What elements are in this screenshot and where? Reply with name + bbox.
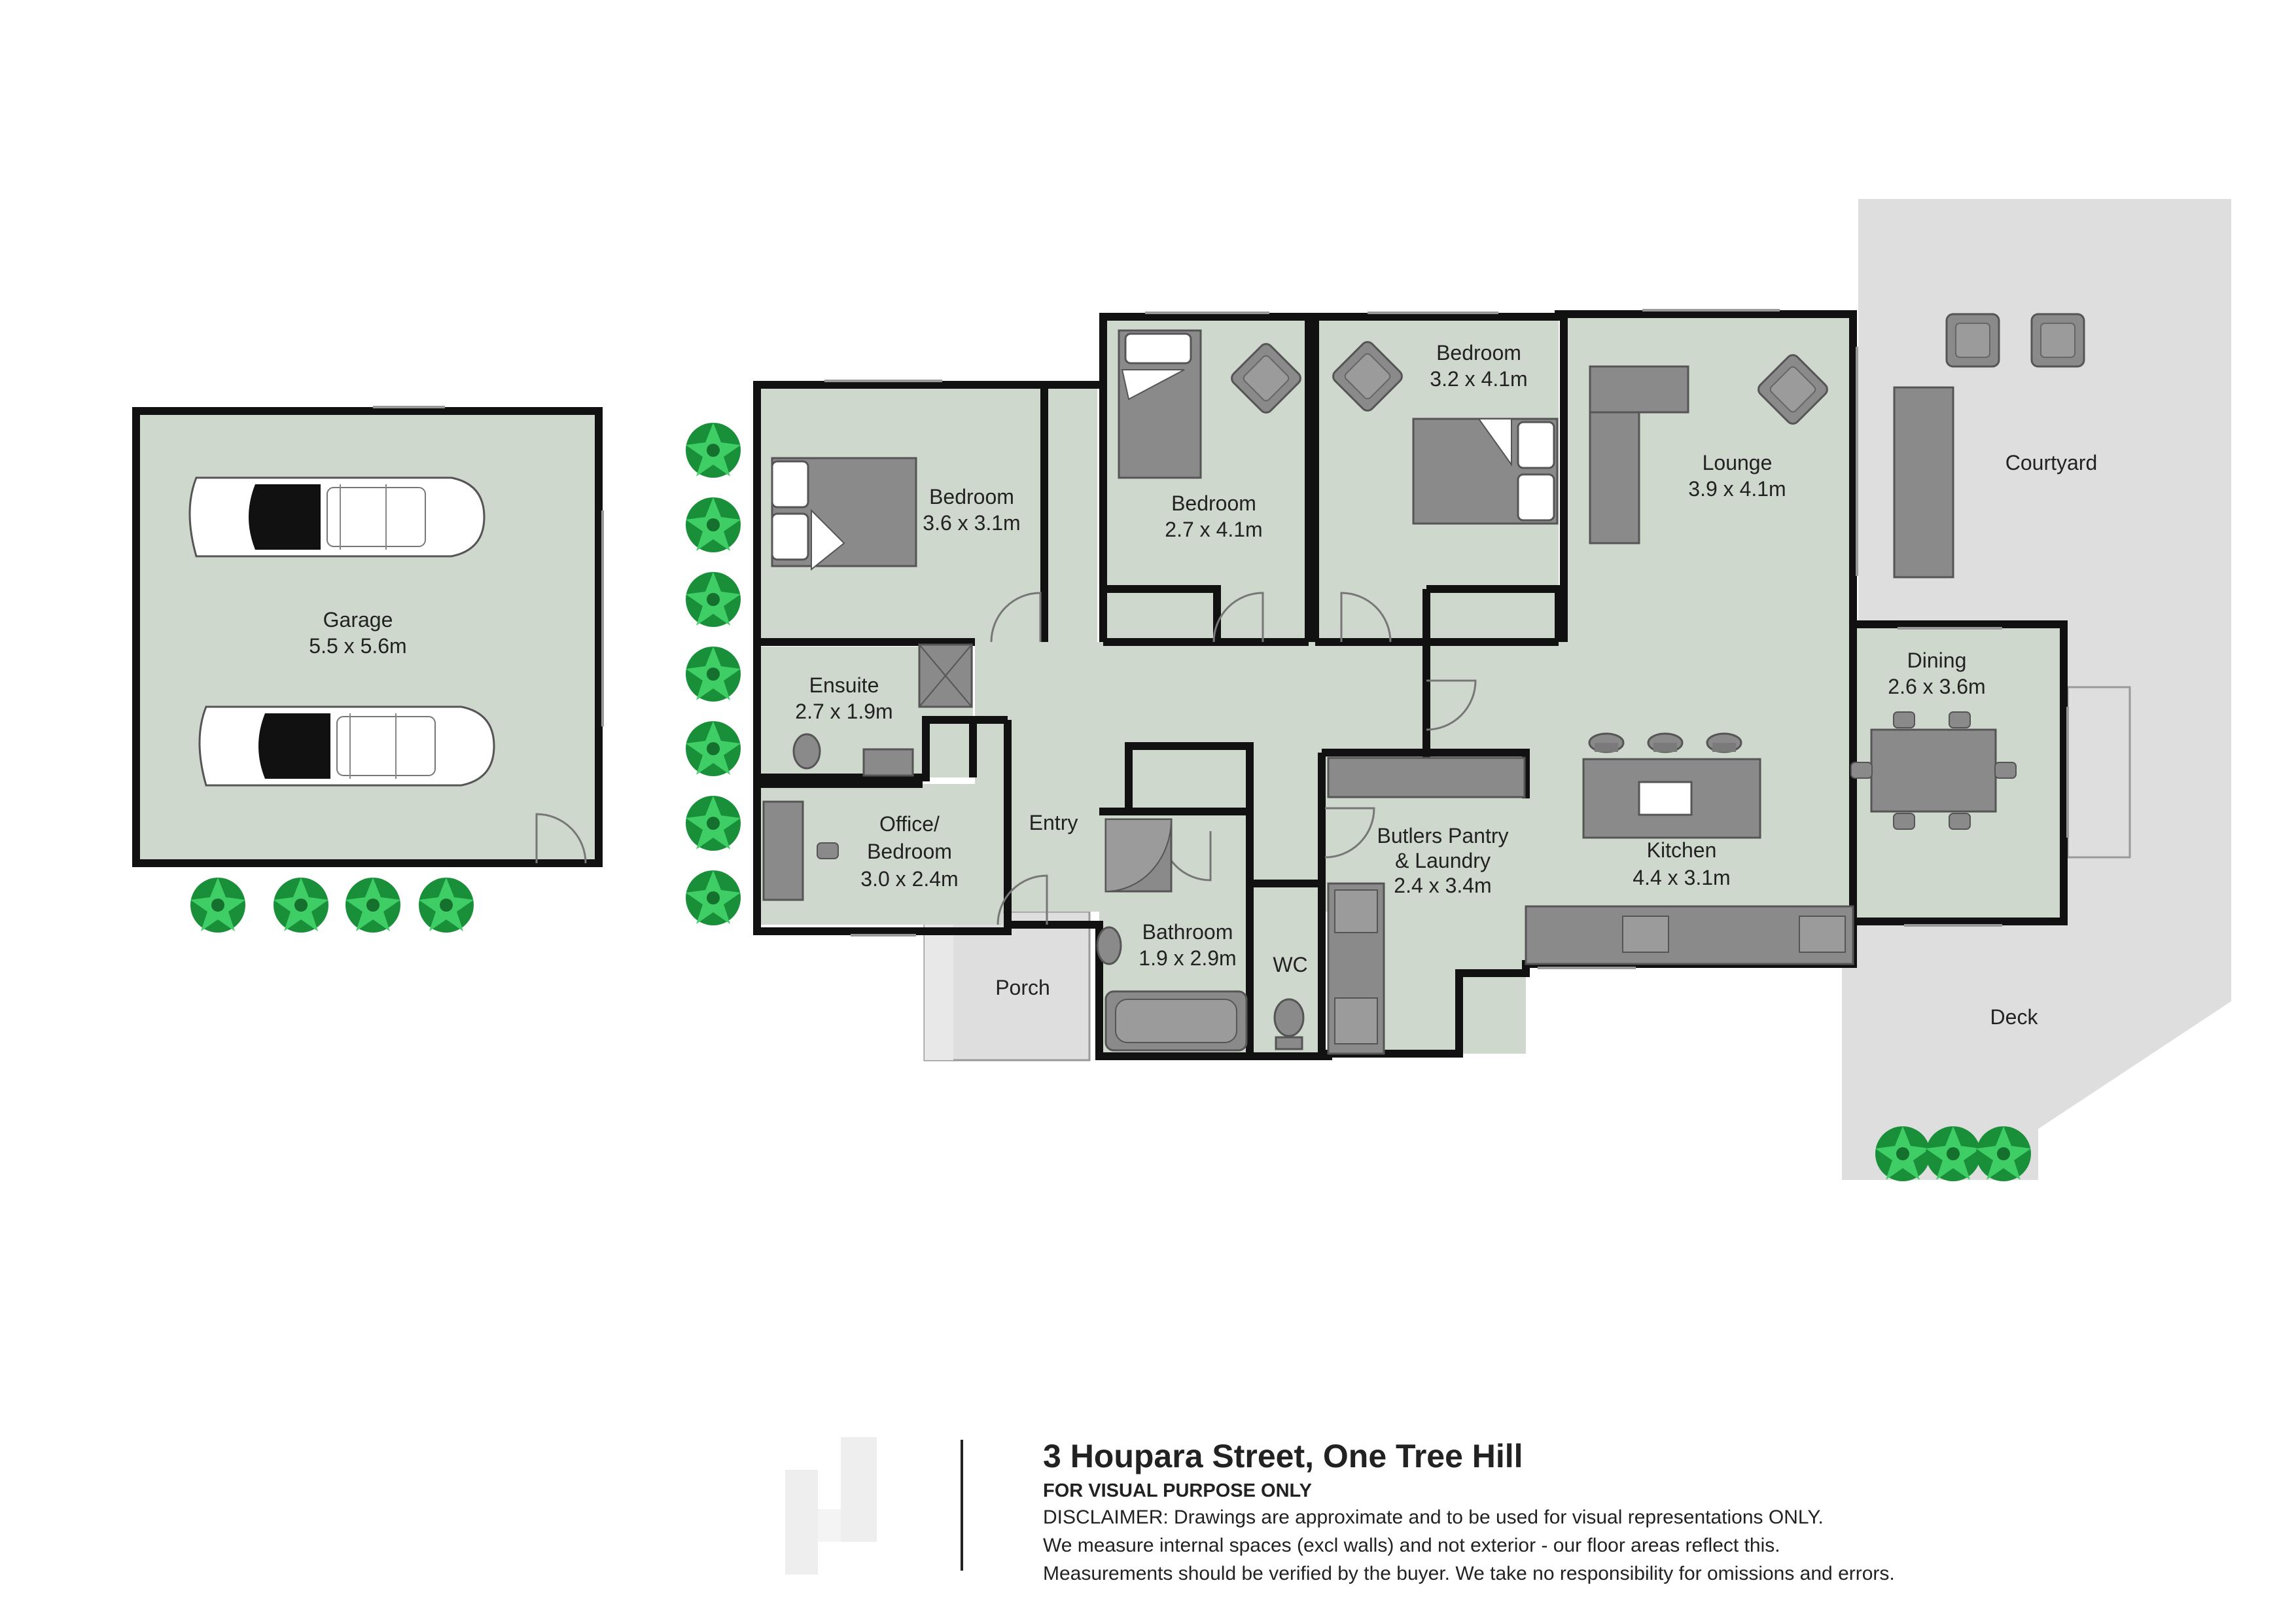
ensuite-name: Ensuite: [809, 673, 879, 697]
entry-name: Entry: [1029, 811, 1078, 834]
furniture: [762, 313, 2085, 1055]
kitchen-name: Kitchen: [1647, 838, 1717, 862]
lounge-size: 3.9 x 4.1m: [1688, 477, 1786, 501]
wc-name: WC: [1273, 953, 1307, 976]
courtyard-name: Courtyard: [2005, 451, 2098, 474]
bedroom2-size: 2.7 x 4.1m: [1165, 518, 1262, 541]
butlers-size: 2.4 x 3.4m: [1394, 874, 1491, 897]
lounge-name: Lounge: [1703, 451, 1773, 474]
bedroom1-name: Bedroom: [929, 485, 1014, 508]
office-name-2: Bedroom: [867, 840, 952, 863]
bathroom-size: 1.9 x 2.9m: [1139, 946, 1236, 970]
garage-name: Garage: [323, 608, 393, 632]
bedroom1-size: 3.6 x 3.1m: [923, 511, 1020, 535]
kitchen-size: 4.4 x 3.1m: [1633, 866, 1730, 889]
bathroom-name: Bathroom: [1142, 920, 1233, 944]
office-size: 3.0 x 2.4m: [860, 867, 958, 891]
deck-area: [1842, 624, 2231, 1180]
room-labels: Garage 5.5 x 5.6m Bedroom 3.6 x 3.1m Bed…: [309, 341, 2097, 1029]
office-name: Office/: [879, 812, 940, 836]
butlers-name: Butlers Pantry: [1377, 824, 1509, 847]
bedroom2-name: Bedroom: [1171, 491, 1256, 515]
dining-name: Dining: [1907, 649, 1967, 672]
porch-name: Porch: [995, 976, 1050, 999]
garage-size: 5.5 x 5.6m: [309, 634, 406, 658]
disclaimer-line-1: DISCLAIMER: Drawings are approximate and…: [1043, 1507, 1824, 1528]
disclaimer-line-3: Measurements should be verified by the b…: [1043, 1563, 1895, 1584]
company-logo: [785, 1437, 877, 1575]
bedroom3-size: 3.2 x 4.1m: [1430, 367, 1527, 391]
ensuite-size: 2.7 x 1.9m: [795, 700, 892, 723]
visual-purpose-note: FOR VISUAL PURPOSE ONLY: [1043, 1480, 1312, 1501]
butlers-name-2: & Laundry: [1395, 849, 1491, 872]
step-area: [2066, 686, 2131, 859]
deck-name: Deck: [1990, 1005, 2039, 1029]
dining-size: 2.6 x 3.6m: [1888, 675, 1985, 698]
bedroom3-name: Bedroom: [1436, 341, 1521, 365]
porch-step: [925, 912, 953, 1060]
property-address: 3 Houpara Street, One Tree Hill: [1043, 1438, 1523, 1474]
windows: [373, 309, 2069, 969]
disclaimer-line-2: We measure internal spaces (excl walls) …: [1043, 1535, 1780, 1556]
footer-divider: [961, 1440, 963, 1571]
